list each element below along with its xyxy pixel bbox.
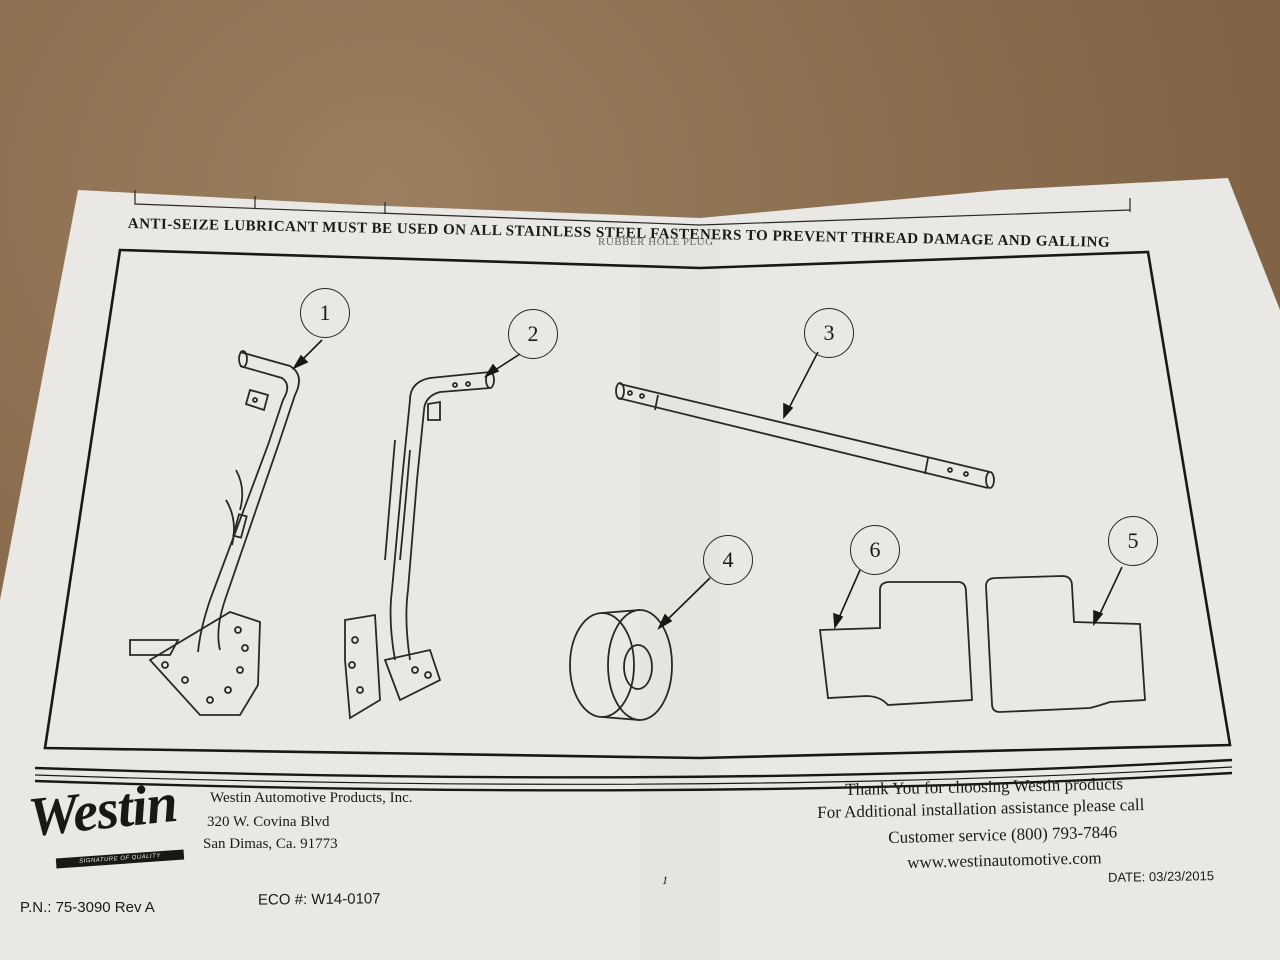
callout-2: 2 — [508, 309, 558, 359]
separator-lines — [34, 758, 1233, 792]
logo-wordmark: Westin — [25, 771, 180, 850]
part-5-drawing — [985, 575, 1146, 713]
callout-3: 3 — [804, 308, 854, 358]
company-city: San Dimas, Ca. 91773 — [203, 836, 338, 852]
company-street: 320 W. Covina Blvd — [207, 814, 330, 830]
part-number: P.N.: 75-3090 Rev A — [20, 899, 155, 916]
company-name: Westin Automotive Products, Inc. — [210, 790, 413, 806]
callout-4: 4 — [703, 535, 753, 585]
callout-6: 6 — [850, 525, 900, 575]
part-1-drawing — [129, 350, 300, 716]
part-2-drawing — [344, 371, 495, 720]
eco-number: ECO #: W14-0107 — [257, 890, 381, 909]
leader-arrows — [292, 339, 1123, 630]
page-number: 1 — [662, 873, 668, 887]
diagram-frame — [43, 248, 1232, 760]
paper-shadow-fold — [640, 225, 720, 960]
parts-table-fragment — [134, 190, 1131, 226]
part-4-drawing — [569, 609, 673, 721]
part-3-drawing — [615, 382, 995, 489]
logo-tagline: SIGNATURE OF QUALITY — [55, 849, 185, 869]
table-fragment-label: RUBBER HOLE PLUG — [598, 236, 714, 248]
callout-1: 1 — [300, 288, 350, 338]
part-6-drawing — [818, 581, 973, 706]
callout-5: 5 — [1108, 516, 1158, 566]
westin-logo: Westin SIGNATURE OF QUALITY — [25, 772, 198, 870]
document-date: DATE: 03/23/2015 — [1107, 868, 1215, 885]
